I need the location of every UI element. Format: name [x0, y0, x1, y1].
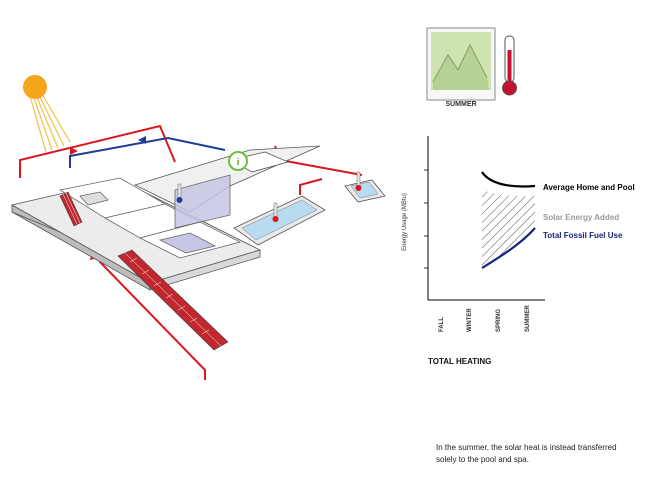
solar-energy-area	[482, 190, 535, 268]
x-tick-summer: SUMMER	[525, 305, 531, 332]
flow-arrow-icon	[70, 147, 78, 155]
return-pipe	[69, 136, 226, 168]
house-rooms	[58, 177, 242, 259]
series-label-solar: Solar Energy Added	[543, 213, 619, 222]
series-label-average: Average Home and Pool	[543, 183, 635, 192]
season-card: SUMMER	[426, 27, 496, 108]
x-tick-fall: FALL	[439, 317, 445, 332]
svg-text:i: i	[236, 156, 239, 168]
season-label: SUMMER	[445, 101, 476, 108]
x-tick-winter: WINTER	[467, 308, 473, 332]
heating-chart: Energy Usage (MBtu) Average Home and Poo…	[402, 136, 635, 366]
series-label-fossil: Total Fossil Fuel Use	[543, 231, 623, 240]
pool	[233, 195, 326, 246]
flow-arrow-icon	[138, 136, 146, 144]
solar-panel-array	[59, 191, 83, 227]
solar-panel-array	[117, 249, 229, 351]
fossil-fuel-line	[481, 227, 536, 269]
y-axis-label: Energy Usage (MBtu)	[402, 193, 408, 251]
caption: In the summer, the solar heat is instead…	[436, 443, 617, 464]
sun-icon	[23, 75, 71, 153]
chart-title: TOTAL HEATING	[428, 357, 491, 366]
average-home-line	[481, 171, 536, 188]
spa	[344, 171, 386, 203]
info-icon[interactable]: i	[228, 151, 248, 171]
y-axis-ticks	[424, 169, 428, 269]
mountain-icon	[432, 43, 489, 90]
indoor-thermometer-icon	[176, 183, 183, 203]
panel-support	[11, 211, 61, 233]
thermometer-icon	[502, 35, 517, 96]
x-tick-spring: SPRING	[496, 309, 502, 332]
